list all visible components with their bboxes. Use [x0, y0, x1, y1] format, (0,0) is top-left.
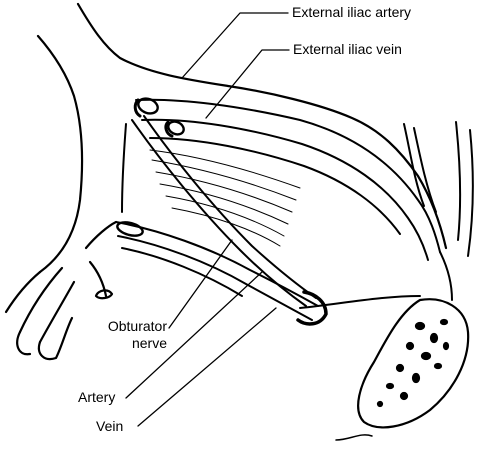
external-iliac-vessels [133, 97, 441, 261]
leader-obturator-nerve [168, 239, 233, 329]
label-external-iliac-vein: External iliac vein [293, 41, 402, 57]
vessel-trunk [4, 2, 448, 361]
leader-external-iliac-vein [205, 49, 290, 119]
leader-vein [137, 307, 277, 427]
pelvic-wall [299, 121, 474, 441]
leader-external-iliac-artery [181, 12, 289, 79]
leader-lines [125, 12, 290, 427]
label-artery: Artery [78, 389, 116, 405]
label-vein: Vein [96, 418, 124, 434]
pubic-bone-section [357, 298, 470, 429]
label-external-iliac-artery: External iliac artery [292, 4, 412, 20]
obturator-vessels-drawing [115, 221, 328, 326]
label-obturator-nerve-line1: Obturator [107, 318, 167, 334]
label-obturator-nerve-line2: nerve [131, 335, 167, 351]
leader-artery [125, 271, 263, 399]
label-obturator-nerve: Obturator nerve [60, 318, 167, 352]
